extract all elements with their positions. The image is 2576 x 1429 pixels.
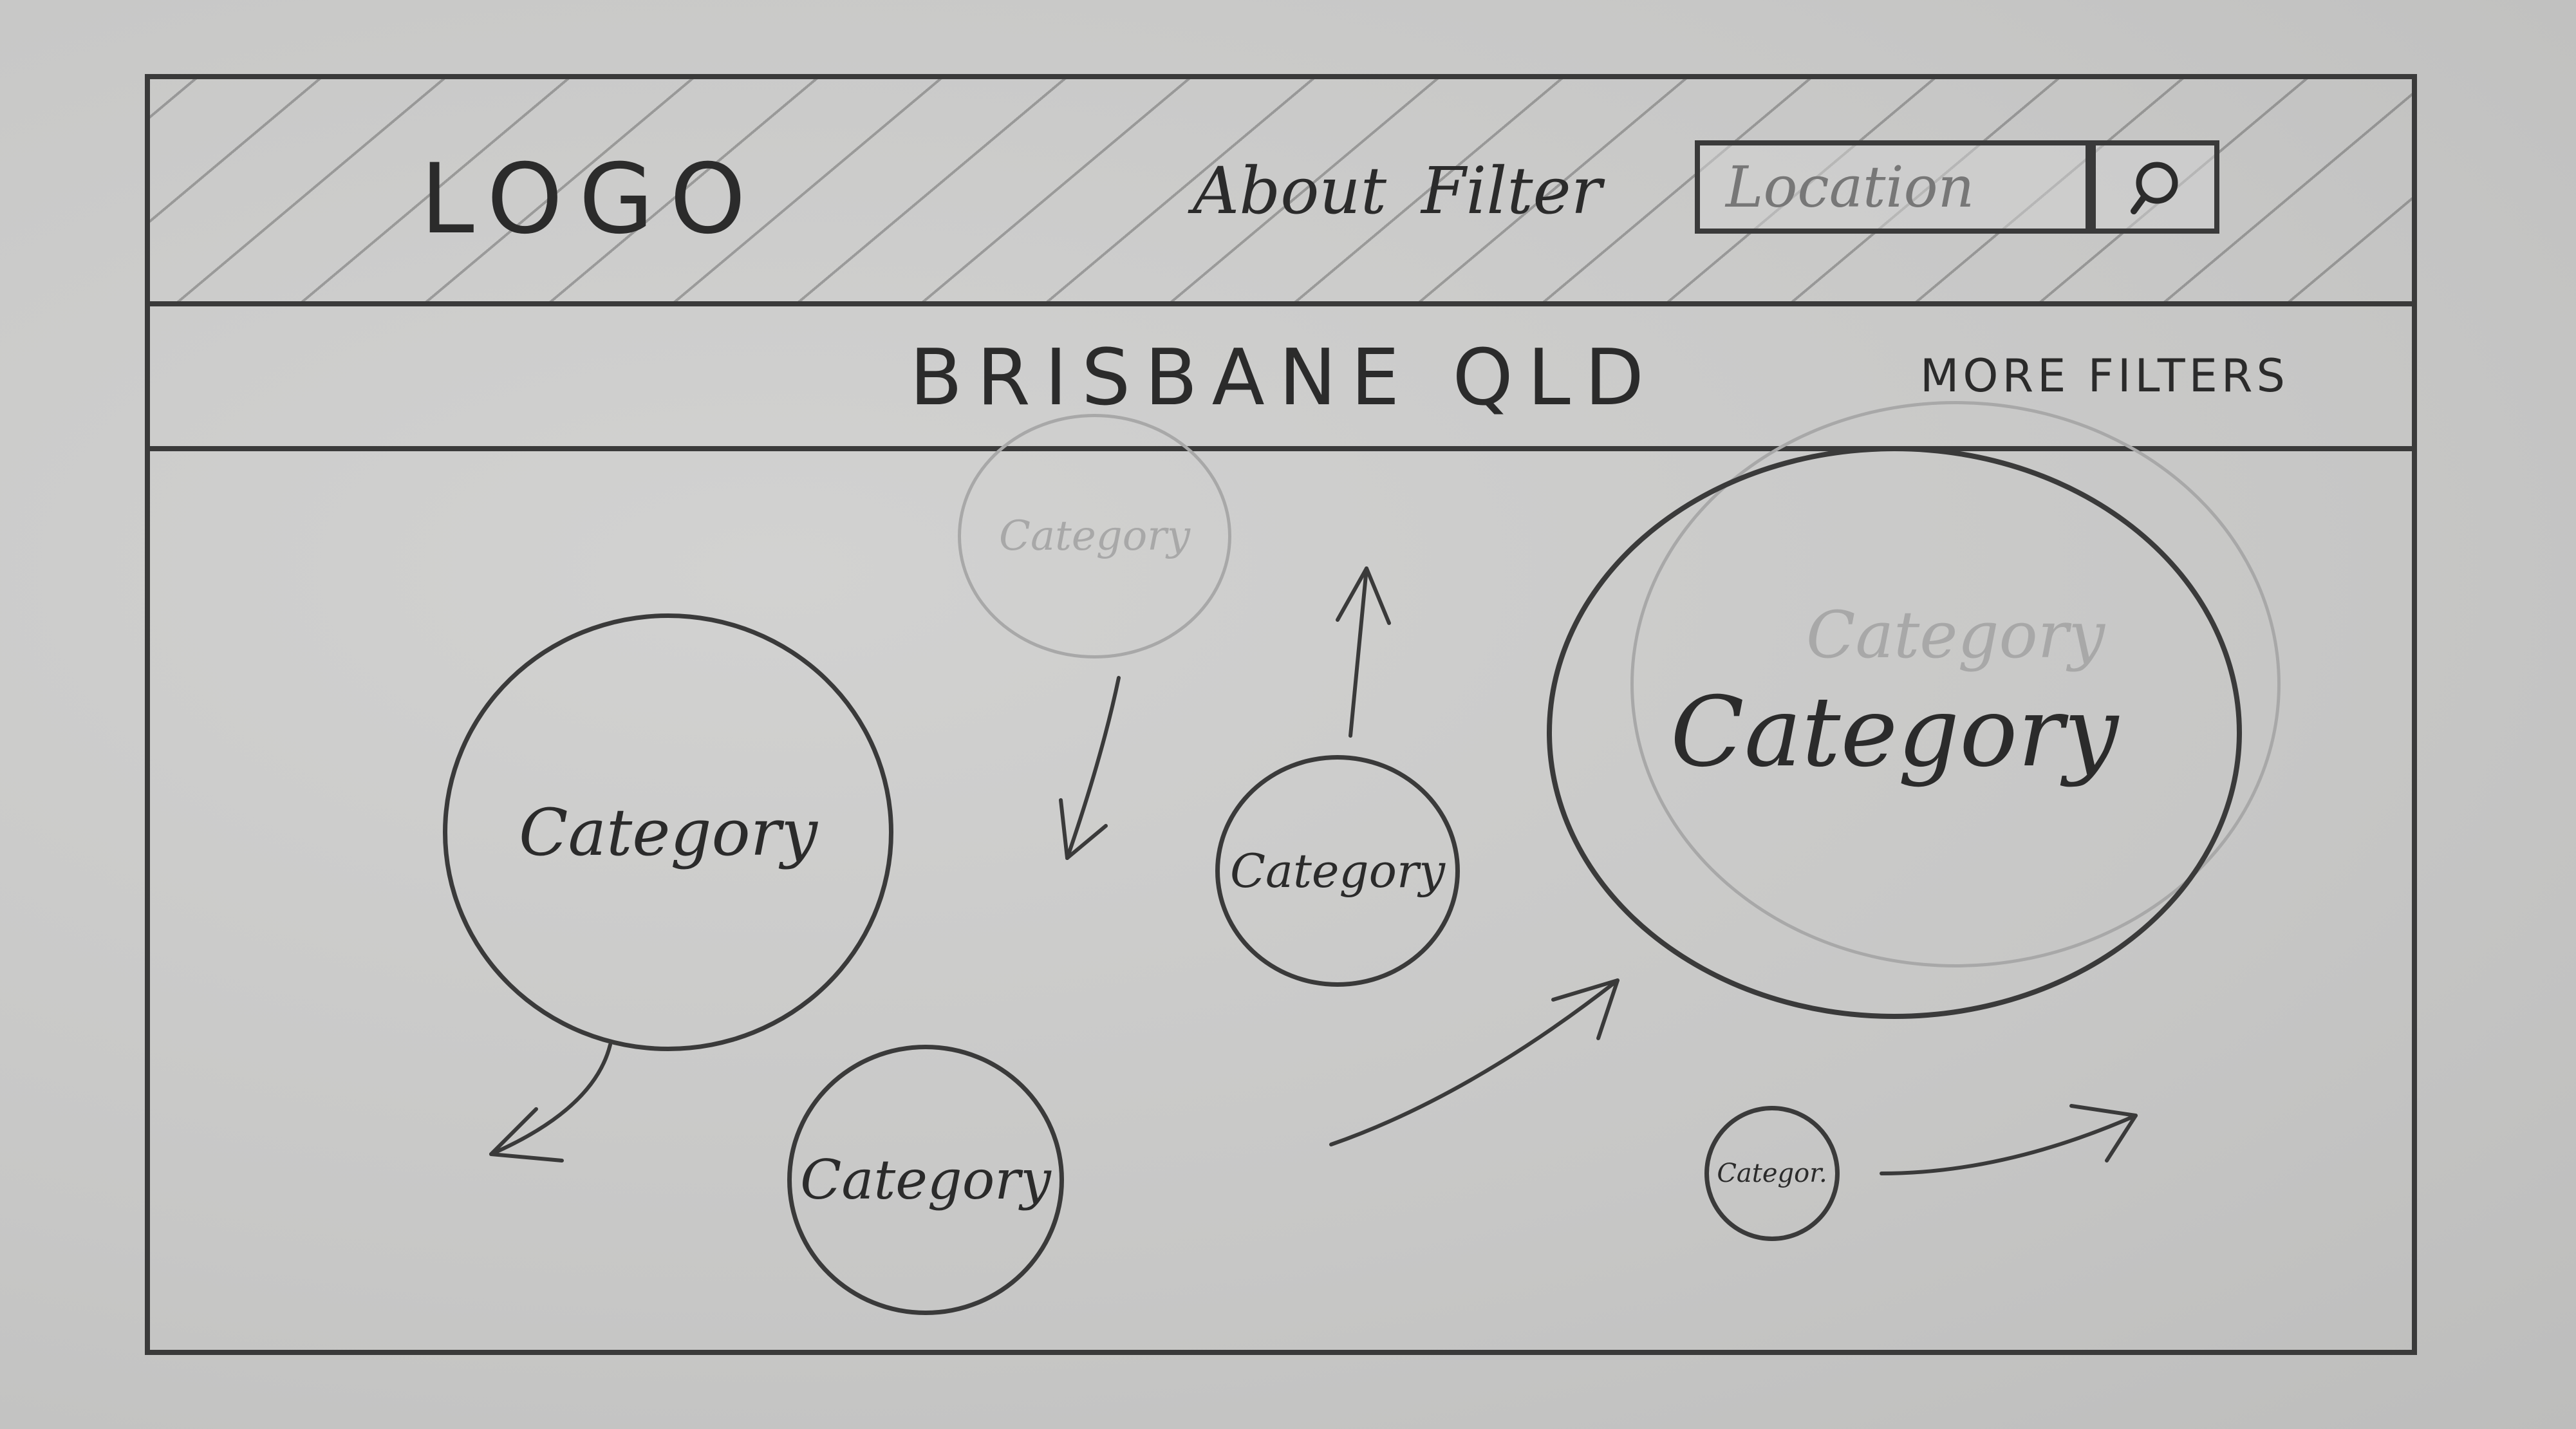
category-bubble-bottom-label: Category <box>800 1148 1051 1211</box>
category-bubble-left[interactable]: Category <box>443 613 893 1051</box>
location-title: BRISBANE QLD <box>910 333 1659 423</box>
browser-frame: LOGO About Filter Location BRISBANE QLD … <box>145 74 2417 1355</box>
category-bubble-bottom[interactable]: Category <box>787 1045 1064 1315</box>
motion-arrows <box>489 566 2138 1175</box>
category-bubble-large-label: Category <box>1670 677 2119 789</box>
location-placeholder: Location <box>1726 154 1975 220</box>
arrow-left-bubble <box>489 1043 612 1156</box>
logo[interactable]: LOGO <box>420 144 762 256</box>
category-bubble-tiny-label: Categor. <box>1717 1159 1827 1188</box>
location-bar: BRISBANE QLD MORE FILTERS <box>150 301 2412 451</box>
arrow-bottom-bubble <box>1329 978 1619 1146</box>
category-bubble-large[interactable]: Category <box>1547 446 2242 1019</box>
location-search-input[interactable]: Location <box>1695 140 2091 234</box>
category-bubble-faint-label: Category <box>999 512 1190 560</box>
category-bubble-left-label: Category <box>518 794 817 870</box>
more-filters-link[interactable]: MORE FILTERS <box>1920 350 2289 402</box>
category-bubble-center-label: Category <box>1229 844 1446 898</box>
arrow-center-bubble <box>1349 566 1368 738</box>
top-nav-bar: LOGO About Filter Location <box>150 79 2412 306</box>
search-button[interactable] <box>2091 140 2219 234</box>
category-bubble-tiny[interactable]: Categor. <box>1704 1106 1840 1241</box>
nav-filter-link[interactable]: Filter <box>1421 153 1602 229</box>
arrow-faint-bubble <box>1065 676 1121 860</box>
arrow-tiny-bubble <box>1880 1114 2138 1175</box>
category-bubble-center[interactable]: Category <box>1215 755 1460 987</box>
search-icon <box>2131 162 2178 214</box>
category-bubble-faint[interactable]: Category <box>958 414 1231 658</box>
nav-about-link[interactable]: About <box>1193 153 1387 229</box>
